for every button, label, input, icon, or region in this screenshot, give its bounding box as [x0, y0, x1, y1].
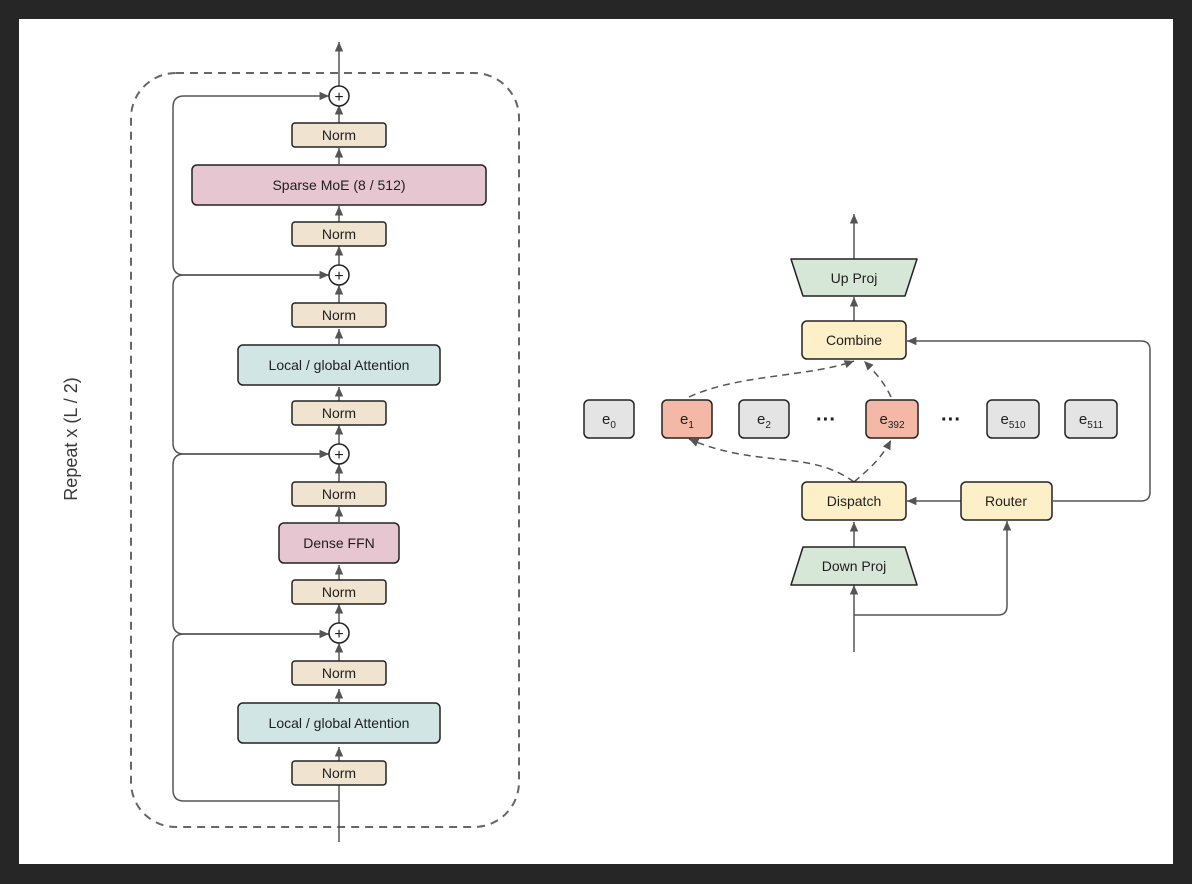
- svg-text:Dense FFN: Dense FFN: [303, 535, 375, 551]
- moe-connectors: [849, 214, 1151, 652]
- expert-box: e1: [661, 399, 713, 439]
- norm-layer: Norm: [291, 302, 387, 328]
- dense-ffn-layer: Dense FFN: [278, 522, 400, 564]
- svg-text:Down Proj: Down Proj: [822, 558, 887, 574]
- svg-text:Combine: Combine: [826, 332, 882, 348]
- sparse-moe-layer: Sparse MoE (8 / 512): [191, 164, 487, 206]
- residual-add-node: +: [328, 85, 350, 107]
- norm-layer: Norm: [291, 481, 387, 507]
- repeat-label: Repeat x (L / 2): [61, 377, 81, 500]
- expert-label: e511: [1079, 411, 1104, 431]
- svg-text:Router: Router: [985, 493, 1027, 509]
- dispatch-node: Dispatch: [801, 481, 907, 521]
- svg-text:+: +: [334, 626, 343, 643]
- attention-layer: Local / global Attention: [237, 702, 441, 744]
- svg-text:+: +: [334, 89, 343, 106]
- svg-text:Norm: Norm: [322, 307, 356, 323]
- svg-text:+: +: [334, 447, 343, 464]
- svg-text:Up Proj: Up Proj: [831, 270, 878, 286]
- svg-text:+: +: [334, 268, 343, 285]
- svg-text:Dispatch: Dispatch: [827, 493, 881, 509]
- svg-text:Sparse MoE (8 / 512): Sparse MoE (8 / 512): [272, 177, 405, 193]
- norm-layer: Norm: [291, 579, 387, 605]
- residual-add-node: +: [328, 443, 350, 465]
- svg-text:Local / global Attention: Local / global Attention: [269, 357, 410, 373]
- residual-add-node: +: [328, 622, 350, 644]
- norm-layer: Norm: [291, 400, 387, 426]
- combine-node: Combine: [801, 320, 907, 360]
- expert-box: e511: [1064, 399, 1118, 439]
- expert-label: e2: [757, 411, 771, 431]
- residual-add-node: +: [328, 264, 350, 286]
- norm-layer: Norm: [291, 221, 387, 247]
- moe-layer: Up Proj Combine e0 e1 e2 e392 e510 e511 ··· ·…: [583, 214, 1151, 652]
- expert-box: e2: [738, 399, 790, 439]
- diagram-canvas: Repeat x (L / 2): [19, 19, 1173, 864]
- expert-label: e1: [680, 411, 694, 431]
- repeat-boundary: [130, 72, 520, 828]
- experts-row: e0 e1 e2 e392 e510 e511: [583, 399, 1118, 439]
- experts-ellipsis: ···: [941, 409, 961, 431]
- svg-text:Norm: Norm: [322, 405, 356, 421]
- svg-text:Norm: Norm: [322, 765, 356, 781]
- norm-layer: Norm: [291, 660, 387, 686]
- residual-add-nodes: + + + +: [328, 85, 350, 644]
- expert-label: e392: [879, 411, 904, 431]
- svg-text:Norm: Norm: [322, 584, 356, 600]
- transformer-block: Repeat x (L / 2): [61, 42, 520, 842]
- expert-label: e0: [602, 411, 616, 431]
- svg-text:Norm: Norm: [322, 127, 356, 143]
- attention-layer: Local / global Attention: [237, 344, 441, 386]
- up-projection: Up Proj: [790, 258, 918, 297]
- norm-layer: Norm: [291, 122, 387, 148]
- expert-box: e392: [865, 399, 919, 439]
- svg-text:Norm: Norm: [322, 665, 356, 681]
- architecture-diagram: Repeat x (L / 2): [61, 42, 1151, 842]
- svg-text:Norm: Norm: [322, 226, 356, 242]
- expert-label: e510: [1000, 411, 1025, 431]
- svg-text:Norm: Norm: [322, 486, 356, 502]
- router-node: Router: [960, 481, 1053, 521]
- expert-box: e510: [986, 399, 1040, 439]
- norm-layer: Norm: [291, 760, 387, 786]
- down-projection: Down Proj: [790, 546, 918, 586]
- residual-connections: [172, 91, 339, 802]
- routing-arrows: [688, 360, 892, 483]
- expert-box: e0: [583, 399, 635, 439]
- experts-ellipsis: ···: [816, 409, 836, 431]
- svg-text:Local / global Attention: Local / global Attention: [269, 715, 410, 731]
